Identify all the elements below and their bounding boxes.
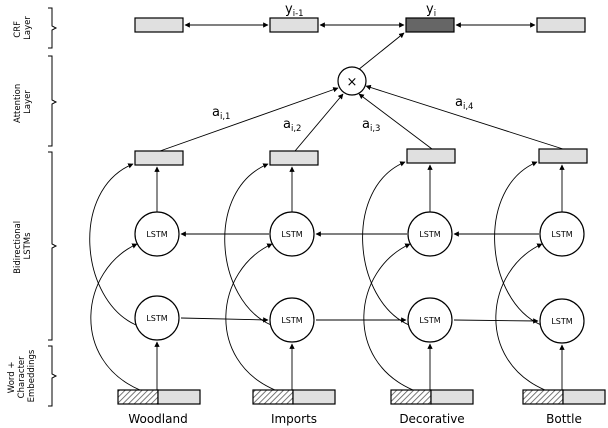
bilstm-brace — [48, 151, 58, 341]
hidden-box-2 — [269, 150, 319, 166]
embeddings-layer-label: Word + Character Embeddings — [7, 349, 37, 402]
attention-edge-3 — [358, 93, 433, 150]
hidden-box-4 — [538, 148, 588, 164]
crf-layer-label: CRF Layer — [13, 16, 33, 40]
word-embedding-1 — [157, 389, 201, 405]
attention-to-crf-edge — [357, 32, 405, 71]
crf-layer-line-1: CRF — [13, 21, 23, 38]
forward-lstm-1-label: LSTM — [146, 314, 167, 323]
forward-lstm-4 — [539, 298, 585, 344]
attention-edge-4 — [365, 84, 564, 150]
hidden-output-boxes — [134, 148, 588, 166]
embed-to-backward-curve-2 — [225, 243, 276, 391]
crf-layer-line-2: Layer — [23, 16, 33, 40]
attention-multiply-node — [337, 66, 367, 96]
crf-label-yi-1-sub: i-1 — [293, 9, 304, 19]
bilstm-layer-line-1: Bidirectional — [13, 221, 23, 274]
input-word-2: Imports — [271, 412, 317, 426]
embeddings-layer-line-2: Character — [17, 356, 27, 398]
char-embedding-2 — [252, 389, 294, 405]
attention-layer-label: Attention Layer — [13, 81, 33, 123]
hidden-box-1 — [134, 150, 184, 166]
crf-layer: yi-1 yi — [134, 2, 586, 33]
crf-box-1 — [134, 17, 184, 33]
attention-multiply-symbol: × — [347, 75, 358, 90]
attention-layer-line-1: Attention — [13, 84, 23, 123]
attention-weight-3-sub: i,3 — [370, 124, 380, 134]
layer-labels: CRF Layer Attention Layer Bidirectional … — [7, 16, 37, 403]
crf-box-3 — [405, 17, 455, 33]
hidden-box-3 — [406, 148, 456, 164]
crf-label-yi: yi — [426, 2, 436, 19]
backward-lstm-3-label: LSTM — [419, 230, 440, 239]
backward-lstm-4-label: LSTM — [551, 230, 572, 239]
embeddings-layer-line-3: Embeddings — [27, 349, 37, 402]
embed-to-backward-curve-1 — [90, 243, 141, 391]
word-embedding-3 — [430, 389, 474, 405]
attention-layer: × ai,1 ai,2 ai,3 ai,4 — [159, 32, 564, 152]
attention-weight-2-base: a — [283, 117, 291, 132]
forward-lstm-3-label: LSTM — [419, 316, 440, 325]
embed-to-backward-curve-4 — [495, 243, 546, 391]
embed-to-backward-curve-3 — [363, 243, 414, 391]
attention-brace — [48, 55, 58, 147]
attention-edge-1 — [159, 87, 339, 152]
backward-lstm-3 — [407, 211, 453, 257]
forward-edge-1-2 — [180, 317, 269, 323]
attention-weight-1-base: a — [212, 105, 220, 120]
attention-weight-4-base: a — [455, 95, 463, 110]
bilstm-layer-label: Bidirectional LSTMs — [13, 218, 33, 274]
backward-lstm-4 — [539, 211, 585, 257]
embeddings-brace — [48, 345, 58, 407]
char-embedding-3 — [390, 389, 432, 405]
forward-skip-curve-4 — [494, 161, 542, 326]
forward-skip-curve-1 — [89, 163, 137, 326]
backward-lstm-1-label: LSTM — [146, 230, 167, 239]
attention-weight-3-base: a — [362, 117, 370, 132]
attention-weight-2-sub: i,2 — [291, 124, 301, 134]
crf-label-yi-1: yi-1 — [285, 2, 304, 19]
attention-layer-line-2: Layer — [23, 90, 33, 114]
attention-weight-4-sub: i,4 — [463, 102, 473, 112]
char-embedding-4 — [522, 389, 564, 405]
backward-lstm-1 — [134, 211, 180, 257]
forward-skip-curve-2 — [224, 163, 272, 326]
attention-weight-1: ai,1 — [212, 105, 230, 122]
crf-box-4 — [536, 17, 586, 33]
input-word-4: Bottle — [546, 412, 582, 426]
layer-braces — [48, 7, 58, 407]
word-embedding-4 — [562, 389, 606, 405]
backward-lstm-2 — [269, 211, 315, 257]
crf-brace — [48, 7, 58, 49]
bilstm-layer-line-2: LSTMs — [23, 232, 33, 260]
embedding-row — [90, 243, 606, 405]
forward-lstm-3 — [407, 297, 453, 343]
crf-label-yi-1-base: y — [285, 2, 293, 17]
forward-lstm-2-label: LSTM — [281, 316, 302, 325]
attention-weight-2: ai,2 — [283, 117, 301, 134]
backward-lstm-row: LSTM LSTM LSTM LSTM — [134, 164, 585, 257]
forward-lstm-4-label: LSTM — [551, 317, 572, 326]
crf-label-yi-base: y — [426, 2, 434, 17]
input-word-3: Decorative — [399, 412, 464, 426]
attention-weight-1-sub: i,1 — [220, 112, 230, 122]
input-word-1: Woodland — [128, 412, 187, 426]
crf-label-yi-sub: i — [434, 9, 436, 19]
forward-lstm-1 — [134, 295, 180, 341]
attention-weight-4: ai,4 — [455, 95, 473, 112]
char-embedding-1 — [117, 389, 159, 405]
forward-lstm-row: LSTM LSTM LSTM LSTM — [89, 161, 585, 344]
attention-weight-3: ai,3 — [362, 117, 380, 134]
crf-box-2 — [269, 17, 319, 33]
forward-lstm-2 — [269, 297, 315, 343]
forward-skip-curve-3 — [362, 161, 410, 326]
attention-edge-2 — [294, 93, 344, 152]
input-words: Woodland Imports Decorative Bottle — [128, 412, 582, 426]
embeddings-layer-line-1: Word + — [7, 362, 17, 394]
backward-lstm-2-label: LSTM — [281, 230, 302, 239]
word-embedding-2 — [292, 389, 336, 405]
